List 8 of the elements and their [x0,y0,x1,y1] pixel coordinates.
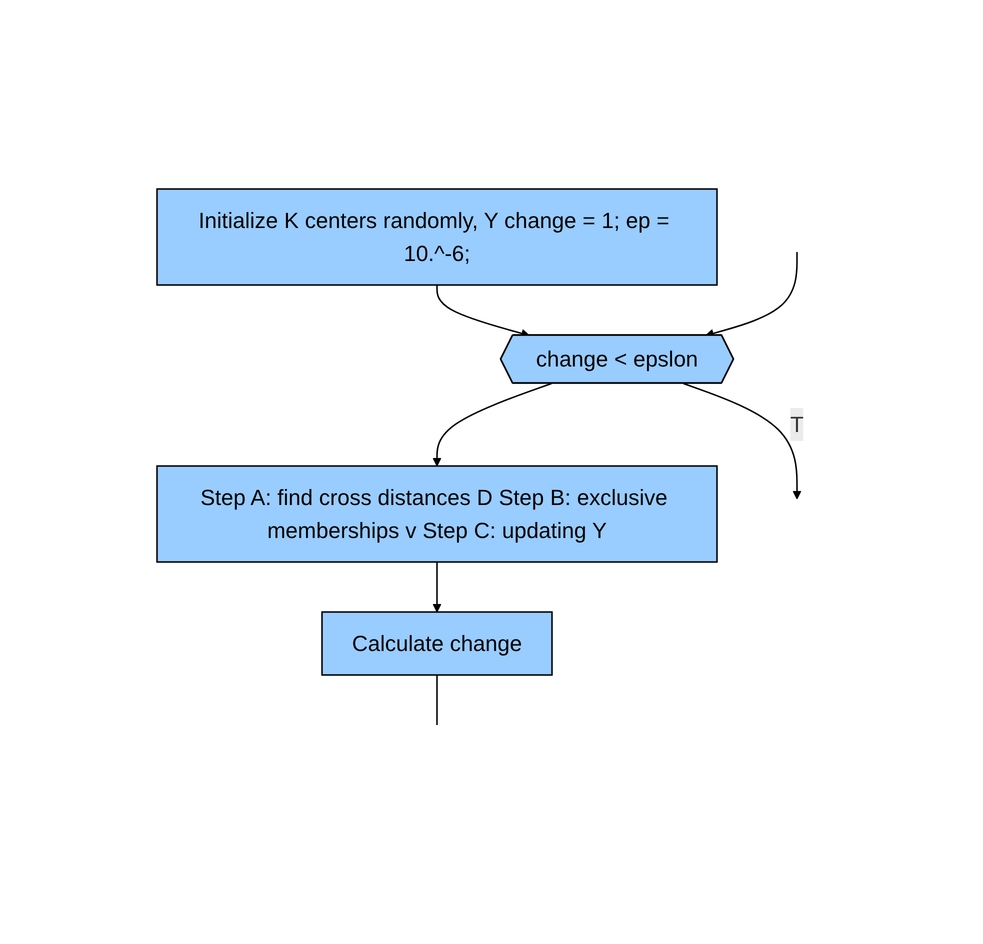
node-box: Initialize K centers randomly, Y change = 1; ep = 10.^-6; [156,188,718,286]
connector [436,675,438,725]
arrow [682,382,801,500]
edge-label: T [790,412,804,437]
node-box: Step A: find cross distances D Step B: exclusive memberships v Step C: updating Y [156,465,718,563]
arrow [432,562,441,612]
arrow [432,382,552,466]
node-box: Calculate change [320,611,552,676]
